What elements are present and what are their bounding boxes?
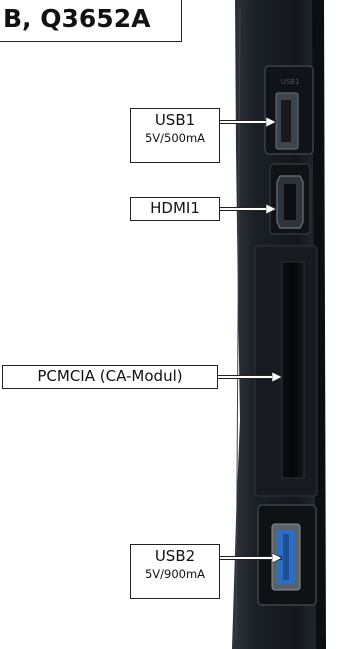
usb2-label: USB2 5V/900mA: [130, 544, 220, 599]
hdmi1-label: HDMI1: [130, 197, 220, 221]
usb1-port-graphic: USB1: [264, 65, 314, 155]
usb2-port-graphic: [257, 504, 317, 606]
usb2-label-spec: 5V/900mA: [144, 567, 206, 581]
pcmcia-slot-graphic: [254, 245, 318, 497]
svg-text:USB1: USB1: [281, 78, 300, 86]
hdmi1-label-name: HDMI1: [150, 199, 200, 217]
hdmi1-port-graphic: [269, 163, 311, 235]
model-number-text: B, Q3652A: [3, 3, 151, 33]
usb1-label-name: USB1: [154, 111, 196, 129]
model-number-box: B, Q3652A: [0, 0, 182, 42]
pcmcia-label-name: PCMCIA (CA-Modul): [37, 367, 183, 385]
pcmcia-label: PCMCIA (CA-Modul): [2, 365, 218, 389]
usb1-label: USB1 5V/500mA: [130, 108, 220, 163]
usb1-label-spec: 5V/500mA: [144, 131, 206, 145]
usb2-label-name: USB2: [154, 547, 196, 565]
